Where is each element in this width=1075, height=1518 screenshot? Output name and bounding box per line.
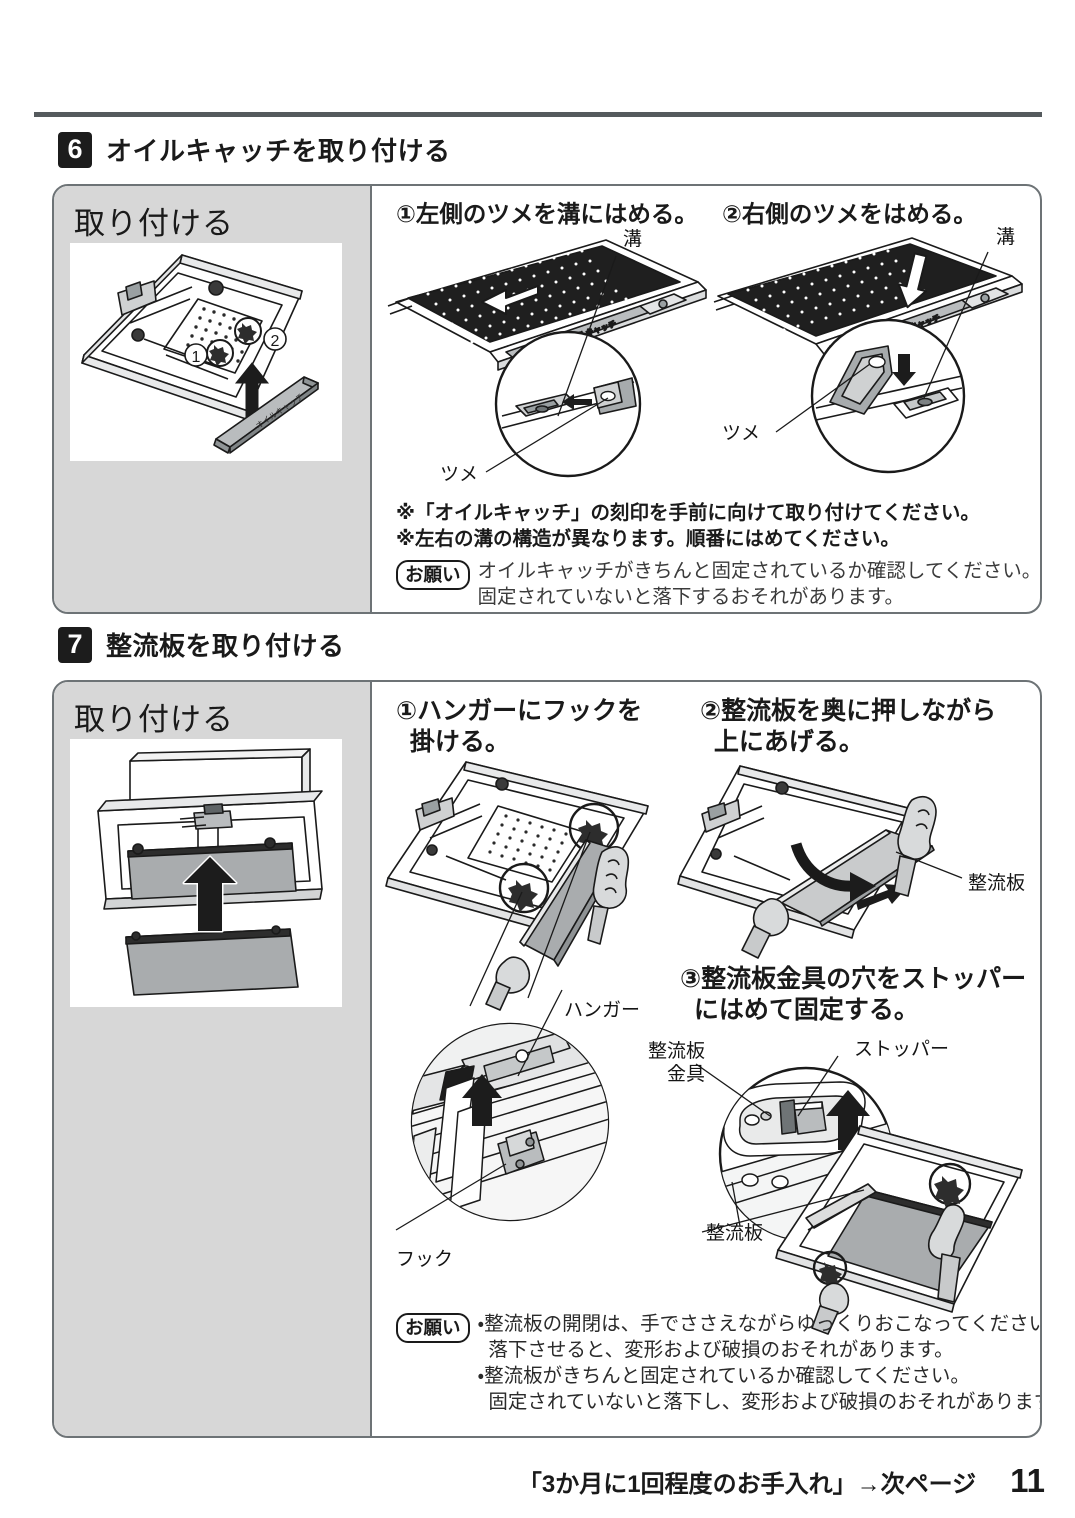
- step-7-instruction-2: ②整流板を奥に押しながら 上にあげる。: [700, 697, 997, 757]
- step-7-heading: 7 整流板を取り付ける: [58, 626, 345, 663]
- step-7-label-plate-bottom: 整流板: [706, 1223, 764, 1244]
- step-7-sidebar: 取り付ける: [54, 682, 372, 1436]
- step-7-request-tag: お願い: [396, 1313, 470, 1344]
- step-7-panel: 取り付ける: [52, 680, 1042, 1438]
- step-6-note-1: ※「オイルキャッチ」の刻印を手前に向けて取り付けてください。: [396, 502, 980, 524]
- step-7-instruction-3: ③整流板金具の穴をストッパー にはめて固定する。: [680, 965, 1027, 1025]
- step-7-label-bracket: 整流板 金具: [648, 1041, 706, 1086]
- step-6-content: ①左側のツメを溝にはめる。 ②右側のツメをはめる。: [374, 186, 1040, 612]
- step-6-note-2: ※左右の溝の構造が異なります。順番にはめてください。: [396, 528, 900, 550]
- page-footer: 「3か月に1回程度のお手入れ」→次ページ 11: [0, 1462, 1045, 1500]
- step-7-request-line-4: 固定されていないと落下し、変形および破損のおそれがあります。: [477, 1390, 1042, 1413]
- step-6-request: お願い オイルキャッチがきちんと固定されているか確認してください。 固定されてい…: [396, 559, 1042, 611]
- step-7-label-plate-right: 整流板: [968, 873, 1026, 894]
- step-7-content: ①ハンガーにフックを 掛ける。 ②整流板を奥に押しながら 上にあげる。 ③整流板…: [374, 682, 1040, 1436]
- step-6-figure-right: オイルキャッチ: [712, 227, 1040, 486]
- step-6-instruction-1: ①左側のツメを溝にはめる。: [396, 201, 698, 227]
- step-6-heading: 6 オイルキャッチを取り付ける: [58, 131, 451, 168]
- header-rule: [34, 112, 1042, 117]
- step-6-thumbnail: 1 2 オイルキャッチ: [70, 243, 342, 461]
- step-7-request-line-1: ・整流板の開閉は、手でささえながらゆっくりおこなってください。: [477, 1313, 1042, 1335]
- step-7-figure-3: [701, 1122, 1040, 1335]
- svg-text:1: 1: [192, 349, 201, 366]
- step-6-instruction-2: ②右側のツメをはめる。: [722, 201, 977, 227]
- step-6-request-line-1: オイルキャッチがきちんと固定されているか確認してください。: [477, 560, 1042, 582]
- step-6-title: オイルキャッチを取り付ける: [106, 136, 451, 166]
- step-6-label-claw-right: ツメ: [722, 423, 761, 444]
- step-7-panel-label: 取り付ける: [74, 702, 234, 737]
- step-7-figure-2: [677, 760, 1008, 960]
- step-6-sidebar: 取り付ける: [54, 186, 372, 612]
- step-7-detail-hanger-hook: [395, 989, 632, 1244]
- step-6-label-groove-left: 溝: [623, 229, 643, 250]
- step-7-number-badge: 7: [58, 626, 92, 663]
- step-7-thumbnail: [70, 739, 342, 1007]
- step-6-panel-label: 取り付ける: [74, 206, 234, 241]
- step-7-figure-1: [376, 754, 686, 1034]
- footer-next-page-note: 「3か月に1回程度のお手入れ」→次ページ: [517, 1471, 977, 1498]
- step-7-instruction-1: ①ハンガーにフックを 掛ける。: [396, 697, 643, 757]
- step-7-request: お願い ・整流板の開閉は、手でささえながらゆっくりおこなってください。 落下させ…: [396, 1312, 1042, 1416]
- step-6-figure-left: オイルキャッチ: [378, 229, 708, 486]
- page-number: 11: [1010, 1462, 1045, 1499]
- step-7-label-stopper: ストッパー: [854, 1039, 950, 1060]
- step-6-panel: 取り付ける: [52, 184, 1042, 614]
- step-7-label-hanger: ハンガー: [564, 1000, 641, 1021]
- step-6-overview-illustration: 1 2 オイルキャッチ: [81, 254, 319, 454]
- step-6-request-line-2: 固定されていないと落下するおそれがあります。: [477, 585, 904, 608]
- step-7-overview-illustration: [97, 748, 323, 996]
- step-6-label-groove-right: 溝: [996, 227, 1016, 248]
- step-7-request-line-3: ・整流板がきちんと固定されているか確認してください。: [477, 1364, 970, 1387]
- svg-text:2: 2: [271, 333, 280, 350]
- step-7-label-hook: フック: [396, 1249, 454, 1270]
- step-6-label-claw-left: ツメ: [440, 464, 479, 485]
- step-7-request-line-2: 落下させると、変形および破損のおそれがあります。: [477, 1338, 954, 1361]
- step-6-number-badge: 6: [58, 131, 92, 168]
- step-7-title: 整流板を取り付ける: [106, 631, 345, 661]
- step-6-request-tag: お願い: [396, 560, 470, 591]
